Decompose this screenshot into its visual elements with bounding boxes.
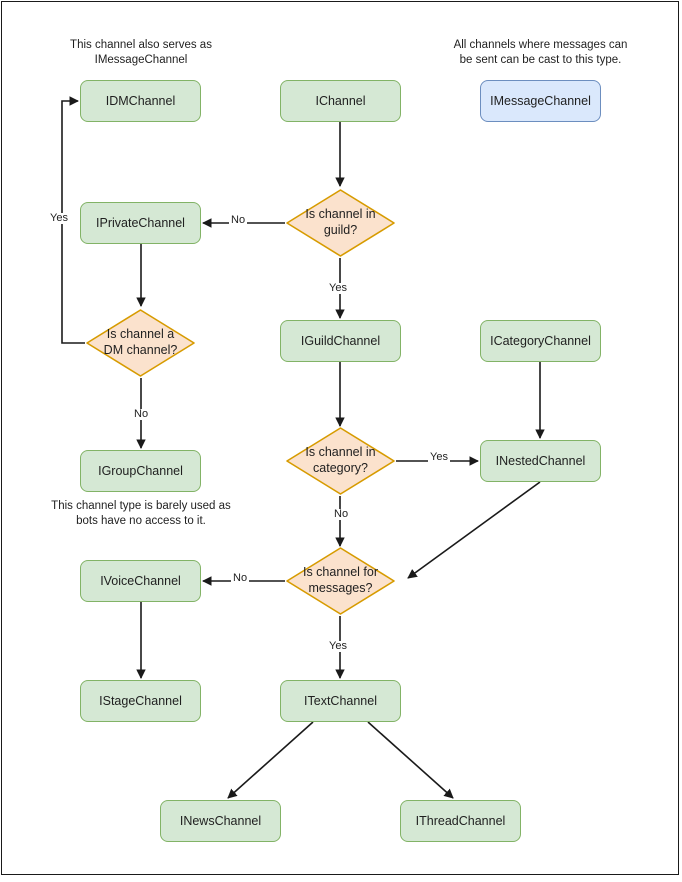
node-itextchannel[interactable]: ITextChannel: [280, 680, 401, 722]
edge-label-category-yes: Yes: [428, 451, 450, 463]
node-is-channel-a-dm-channel[interactable]: Is channel a DM channel?: [85, 308, 196, 378]
node-istagechannel[interactable]: IStageChannel: [80, 680, 201, 722]
node-is-channel-in-guild-label: Is channel in guild?: [305, 207, 376, 237]
node-igroupchannel-label: IGroupChannel: [98, 463, 183, 478]
node-iprivatechannel[interactable]: IPrivateChannel: [80, 202, 201, 244]
node-itextchannel-label: ITextChannel: [304, 693, 377, 708]
node-iguildchannel-label: IGuildChannel: [300, 333, 381, 348]
node-inestedchannel-label: INestedChannel: [495, 453, 586, 468]
edge-label-messages-yes: Yes: [327, 640, 349, 652]
node-igroupchannel[interactable]: IGroupChannel: [80, 450, 201, 492]
node-ichannel-label: IChannel: [315, 93, 366, 108]
node-icategorychannel[interactable]: ICategoryChannel: [480, 320, 601, 362]
edge-label-category-no: No: [332, 508, 351, 520]
node-is-channel-in-category[interactable]: Is channel in category?: [285, 426, 396, 496]
edge-label-guild-yes: Yes: [327, 282, 349, 294]
caption-dm-channel: This channel also serves as IMessageChan…: [70, 39, 212, 66]
edge-inestedchannel-to-messages-question: [407, 481, 541, 579]
node-icategorychannel-label: ICategoryChannel: [490, 333, 591, 348]
edge-label-messages-no: No: [231, 572, 250, 584]
edge-itextchannel-to-ithreadchannel: [367, 721, 454, 799]
node-iprivatechannel-label: IPrivateChannel: [96, 215, 185, 230]
node-ithreadchannel-label: IThreadChannel: [415, 813, 506, 828]
node-inewschannel-label: INewsChannel: [179, 813, 262, 828]
node-ivoicechannel-label: IVoiceChannel: [100, 573, 181, 588]
node-iguildchannel[interactable]: IGuildChannel: [280, 320, 401, 362]
node-is-channel-in-guild[interactable]: Is channel in guild?: [285, 188, 396, 258]
diamond-shape-messages: [286, 547, 395, 615]
diamond-shape-guild: [286, 189, 395, 257]
node-inewschannel[interactable]: INewsChannel: [160, 800, 281, 842]
caption-group-channel: This channel type is barely used as bots…: [51, 500, 231, 527]
node-idmchannel-label: IDMChannel: [105, 93, 176, 108]
diamond-shape-category: [286, 427, 395, 495]
node-is-channel-a-dm-channel-label: Is channel a DM channel?: [103, 327, 178, 357]
diamond-shape-dm: [86, 309, 195, 377]
node-imessagechannel[interactable]: IMessageChannel: [480, 80, 601, 122]
edge-label-guild-no: No: [229, 214, 248, 226]
caption-message-channel: All channels where messages can be sent …: [453, 39, 628, 66]
node-is-channel-for-messages-label: Is channel for messages?: [302, 565, 379, 595]
edge-label-dm-yes: Yes: [48, 212, 70, 224]
node-inestedchannel[interactable]: INestedChannel: [480, 440, 601, 482]
edge-itextchannel-to-inewschannel: [227, 721, 314, 799]
edge-label-dm-no: No: [132, 408, 151, 420]
node-is-channel-for-messages[interactable]: Is channel for messages?: [285, 546, 396, 616]
node-ithreadchannel[interactable]: IThreadChannel: [400, 800, 521, 842]
node-istagechannel-label: IStageChannel: [99, 693, 182, 708]
node-idmchannel[interactable]: IDMChannel: [80, 80, 201, 122]
node-ichannel[interactable]: IChannel: [280, 80, 401, 122]
node-ivoicechannel[interactable]: IVoiceChannel: [80, 560, 201, 602]
node-imessagechannel-label: IMessageChannel: [490, 93, 591, 108]
node-is-channel-in-category-label: Is channel in category?: [305, 445, 376, 475]
